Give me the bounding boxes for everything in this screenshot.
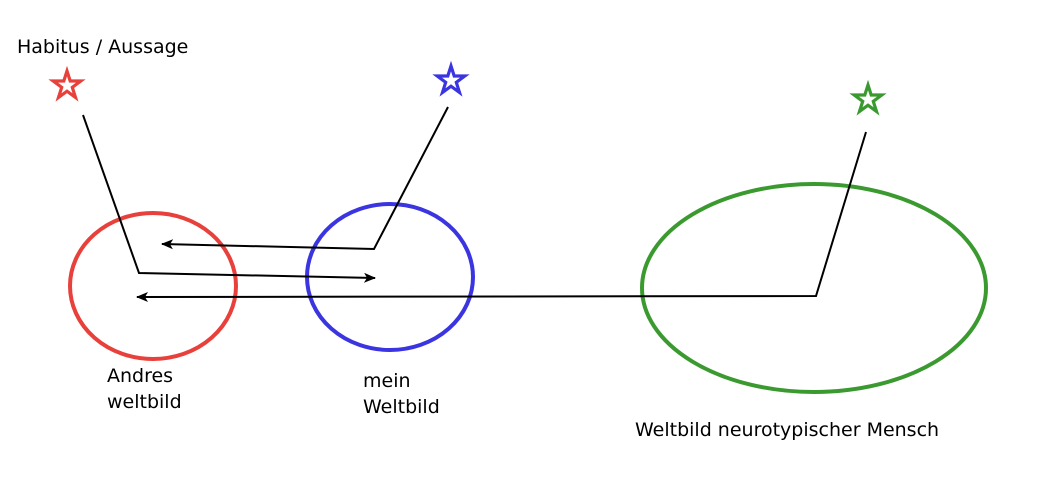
neurotypisch-weltbild-label: Weltbild neurotypischer Mensch	[635, 419, 939, 441]
mein-weltbild-label-line1: mein	[363, 370, 411, 392]
green-star-to-andres-arrow	[136, 131, 867, 302]
red-star-to-mein-arrow	[82, 114, 376, 283]
habitus-label: Habitus / Aussage	[17, 36, 188, 58]
green-star-icon	[849, 79, 887, 116]
red-star-icon	[48, 65, 86, 102]
andres-weltbild-circle	[68, 211, 238, 361]
andres-weltbild-label-line2: weltbild	[107, 391, 182, 413]
andres-weltbild-label-line1: Andres	[107, 365, 173, 387]
blue-star-icon	[432, 60, 470, 97]
mein-weltbild-label-line2: Weltbild	[363, 396, 440, 418]
blue-star-to-andres-arrow	[161, 106, 449, 251]
neurotypisch-weltbild-ellipse	[640, 182, 988, 394]
